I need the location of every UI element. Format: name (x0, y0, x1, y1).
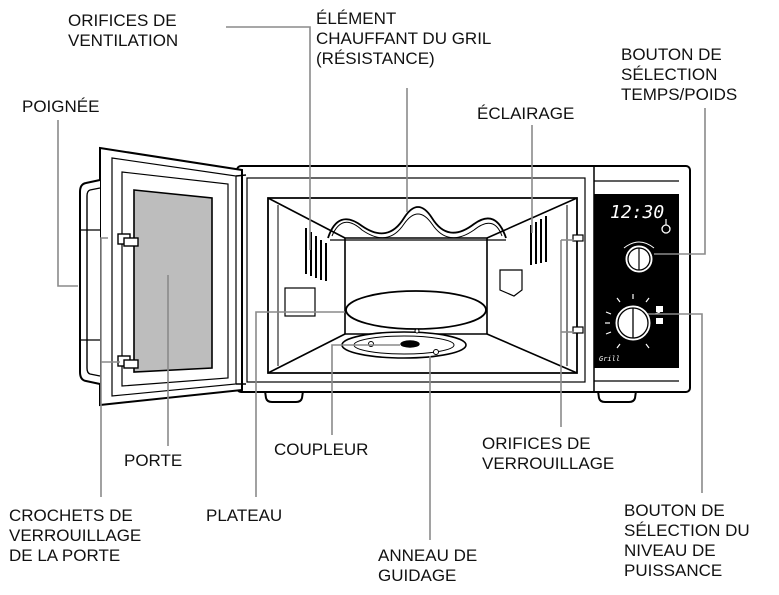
label-power-line-2: SÉLECTION DU (624, 521, 750, 540)
vent-perforations-left (305, 228, 327, 281)
label-power-line-1: BOUTON DE (624, 501, 725, 520)
label-guide-ring-line-2: GUIDAGE (378, 566, 457, 585)
label-power-line-4: PUISSANCE (624, 561, 723, 580)
leader-lines (57, 26, 706, 540)
label-time-weight-line-2: SÉLECTION (621, 65, 718, 84)
label-lighting-line-1: ÉCLAIRAGE (477, 104, 575, 123)
label-grill-line-1: ÉLÉMENT (316, 9, 397, 28)
label-grill-line-3: (RÉSISTANCE) (316, 49, 435, 68)
label-lock-holes-line-2: VERROUILLAGE (482, 454, 615, 473)
label-handle-line-1: POIGNÉE (22, 97, 100, 116)
grill-label: Grill (599, 355, 620, 363)
label-door-hooks-line-2: VERROUILLAGE (9, 526, 142, 545)
label-handle: POIGNÉE (22, 97, 99, 117)
label-turntable: PLATEAU (206, 506, 282, 526)
label-guide-ring-line-1: ANNEAU DE (378, 546, 478, 565)
door-handle (79, 179, 101, 385)
label-grill-line-2: CHAUFFANT DU GRIL (316, 29, 492, 48)
label-ventilation: ORIFICES DE VENTILATION (68, 11, 178, 51)
vent-perforations-right (530, 216, 547, 265)
label-turntable-line-1: PLATEAU (206, 506, 283, 525)
label-door-hooks-line-3: DE LA PORTE (9, 546, 121, 565)
label-lock-holes: ORIFICES DE VERROUILLAGE (482, 434, 614, 474)
label-time-weight-line-3: TEMPS/POIDS (621, 85, 738, 104)
label-coupler-line-1: COUPLEUR (274, 440, 369, 459)
turntable-assembly (341, 290, 487, 359)
label-door-hooks-line-1: CROCHETS DE (9, 506, 133, 525)
label-time-weight-line-1: BOUTON DE (621, 45, 722, 64)
label-power-line-3: NIVEAU DE (624, 541, 716, 560)
grill-heating-element (327, 206, 507, 241)
display-time: 12:30 (610, 202, 664, 223)
label-grill-element: ÉLÉMENT CHAUFFANT DU GRIL (RÉSISTANCE) (316, 9, 491, 69)
label-time-weight-knob: BOUTON DE SÉLECTION TEMPS/POIDS (621, 45, 737, 105)
label-power-knob: BOUTON DE SÉLECTION DU NIVEAU DE PUISSAN… (624, 501, 750, 581)
label-coupler: COUPLEUR (274, 440, 368, 460)
label-ventilation-line-1: ORIFICES DE (68, 11, 177, 30)
label-ventilation-line-2: VENTILATION (68, 31, 179, 50)
label-lighting: ÉCLAIRAGE (477, 104, 574, 124)
door (99, 146, 247, 407)
label-door-line-1: PORTE (124, 451, 183, 470)
label-guide-ring: ANNEAU DE GUIDAGE (378, 546, 477, 586)
label-door: PORTE (124, 451, 182, 471)
control-panel (593, 166, 679, 392)
label-lock-holes-line-1: ORIFICES DE (482, 434, 591, 453)
door-hooks (117, 233, 139, 369)
label-door-hooks: CROCHETS DE VERROUILLAGE DE LA PORTE (9, 506, 141, 566)
